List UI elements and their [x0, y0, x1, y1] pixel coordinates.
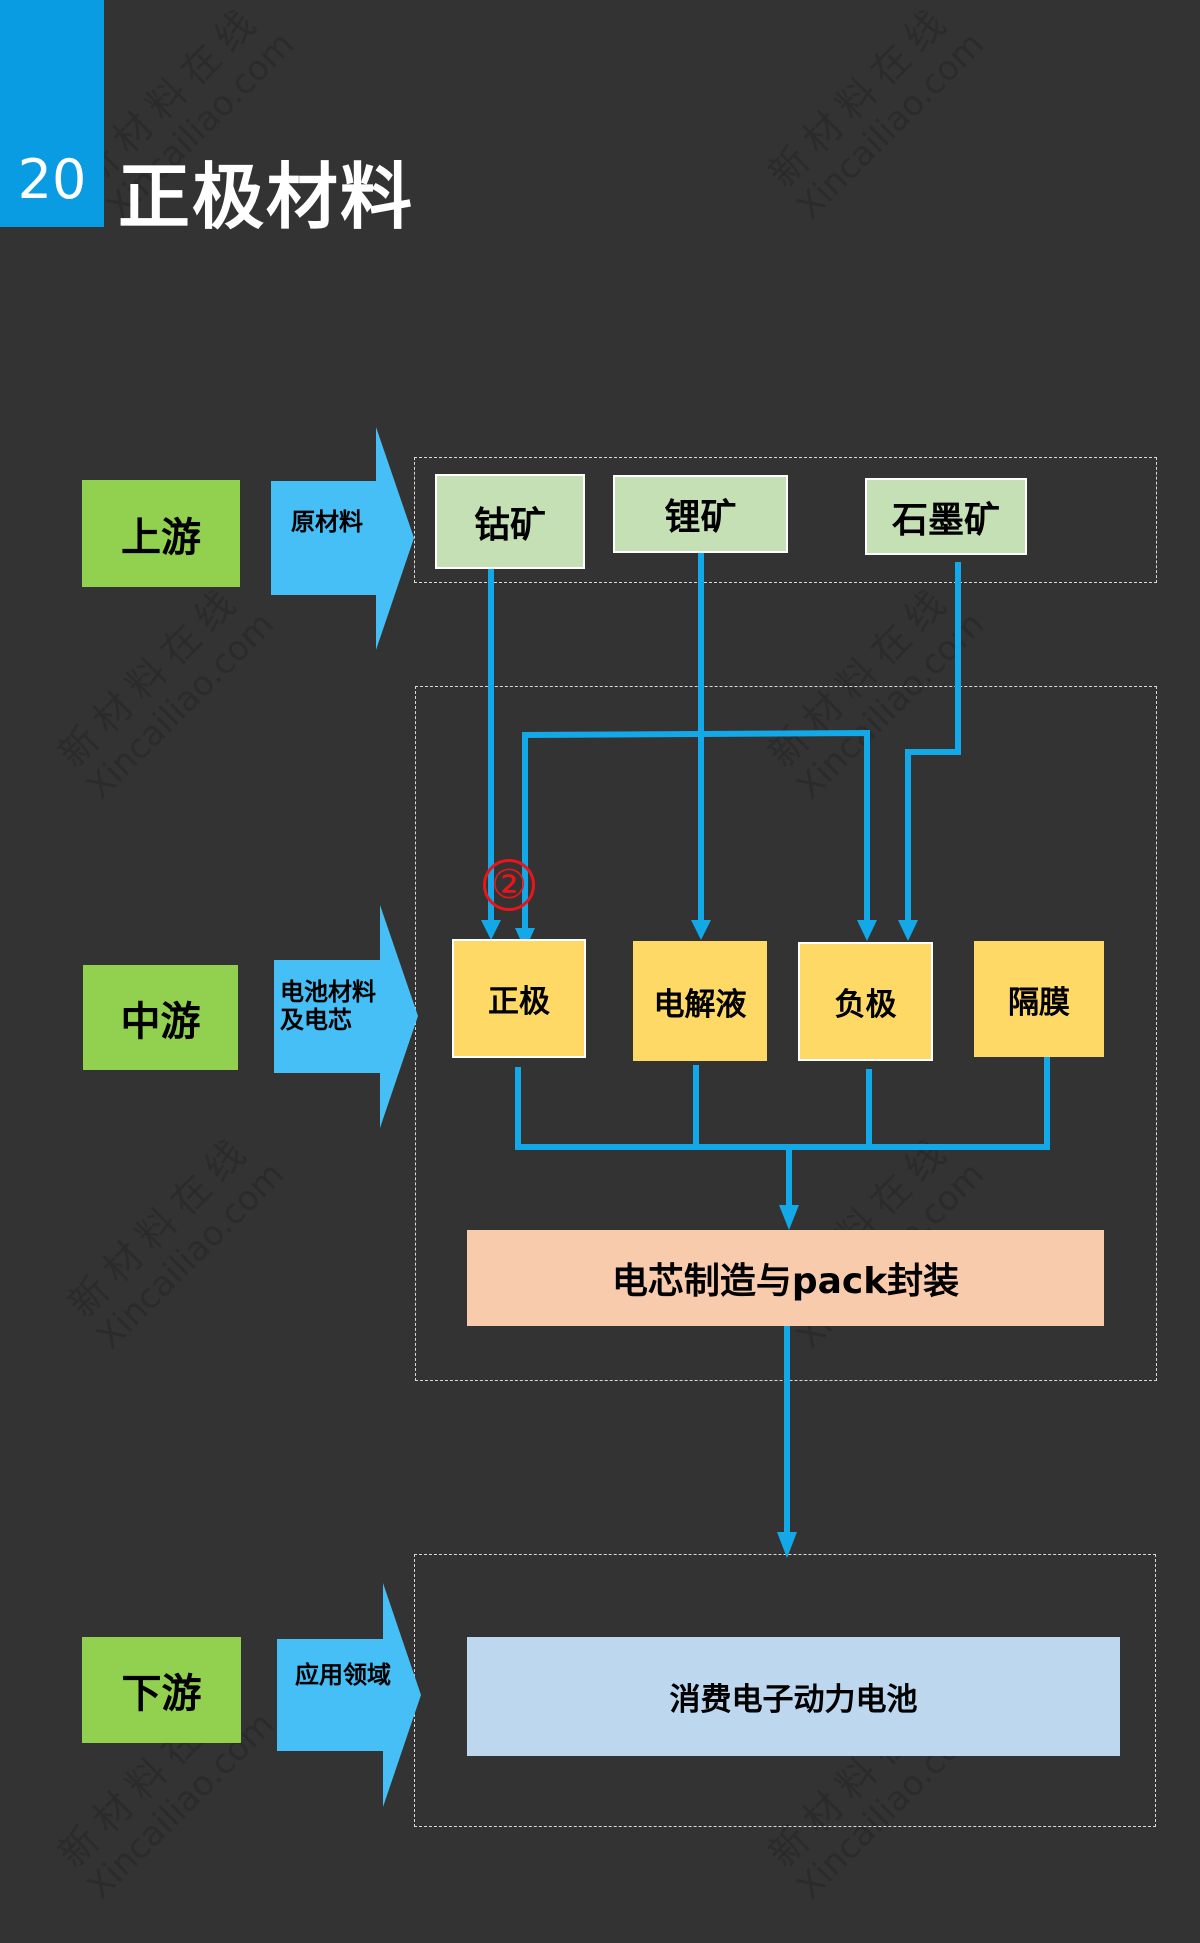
line-lithium-branch	[522, 729, 870, 932]
page-title: 正极材料	[118, 155, 415, 239]
raw-lithium-ore: 锂矿	[613, 475, 788, 553]
material-cathode: 正极	[452, 939, 586, 1058]
arrow-label-raw-materials: 原材料	[291, 508, 363, 536]
arrow-label-battery-materials: 电池材料 及电芯	[280, 978, 376, 1034]
stage-midstream: 中游	[83, 965, 238, 1070]
cell-pack-assembly: 电芯制造与pack封装	[467, 1230, 1104, 1326]
application-consumer-power-battery: 消费电子动力电池	[467, 1637, 1120, 1756]
raw-graphite-ore: 石墨矿	[865, 478, 1027, 555]
arrow-label-line1: 电池材料	[280, 978, 376, 1006]
arrow-label-line2: 及电芯	[280, 1006, 352, 1034]
stage-arrow-upstream	[271, 427, 414, 650]
slide-number: 20	[17, 148, 87, 211]
stage-arrow-downstream	[277, 1583, 421, 1807]
arrowhead	[779, 1205, 799, 1230]
upstream-group	[414, 457, 1157, 583]
slide-number-block	[0, 0, 104, 227]
arrowhead	[691, 920, 711, 940]
arrowhead	[857, 920, 877, 941]
number-marker: ②	[483, 859, 535, 911]
arrow-label-applications: 应用领域	[295, 1661, 391, 1689]
arrowhead	[777, 1532, 797, 1558]
stage-downstream: 下游	[82, 1637, 241, 1743]
arrowhead	[898, 920, 918, 941]
material-separator: 隔膜	[974, 941, 1104, 1057]
material-electrolyte: 电解液	[633, 941, 767, 1061]
line-graphite-anode	[905, 562, 961, 922]
material-anode: 负极	[798, 942, 933, 1061]
stage-arrow-midstream	[274, 905, 418, 1128]
stage-upstream: 上游	[82, 480, 240, 587]
arrowhead	[481, 920, 501, 940]
raw-cobalt-ore: 钴矿	[435, 474, 585, 569]
